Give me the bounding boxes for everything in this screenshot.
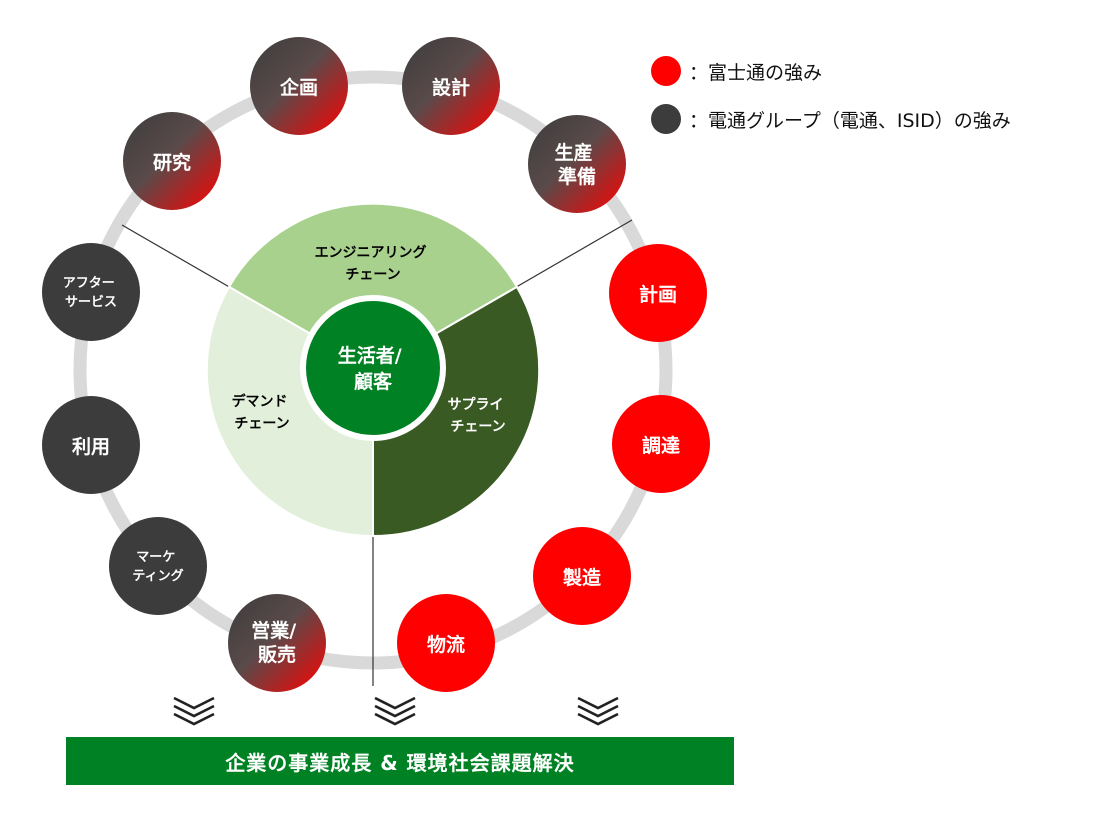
svg-text:マーケ ティング: マーケ ティング — [132, 550, 183, 584]
svg-text:調達: 調達 — [642, 434, 680, 457]
svg-text:企画: 企画 — [279, 76, 318, 99]
svg-text:研究: 研究 — [153, 151, 191, 174]
node-seizo: 製造 — [533, 527, 631, 625]
svg-text:営業/ 販売: 営業/ 販売 — [251, 619, 303, 666]
node-marketing: マーケ ティング — [109, 517, 207, 615]
dark-circle-icon — [651, 104, 681, 134]
node-chotatsu: 調達 — [612, 395, 710, 493]
legend-label-dentsu: ：電通グループ（電通、ISID）の強み — [689, 109, 1011, 132]
node-eigyo-hanbai: 営業/ 販売 — [228, 594, 326, 692]
svg-text:利用: 利用 — [72, 436, 110, 458]
sector-label-engineering: エンジニアリング チェーン — [315, 244, 432, 283]
svg-text:製造: 製造 — [562, 566, 602, 589]
red-circle-icon — [651, 56, 681, 86]
node-seisan-junbi: 生産 準備 — [528, 115, 626, 213]
node-riyo: 利用 — [42, 396, 140, 494]
node-butsuryu: 物流 — [397, 594, 495, 692]
svg-text:設計: 設計 — [432, 76, 470, 99]
svg-text:物流: 物流 — [427, 633, 465, 656]
chevron-down-icon — [577, 696, 619, 726]
node-kikaku: 企画 — [250, 37, 348, 135]
sector-label-supply: サプライ チェーン — [448, 397, 509, 435]
chevron-down-icon — [374, 696, 416, 726]
node-sekkei: 設計 — [402, 37, 500, 135]
outcome-banner: 企業の事業成長 & 環境社会課題解決 — [66, 737, 734, 785]
node-kenkyu: 研究 — [123, 112, 221, 210]
svg-text:計画: 計画 — [639, 283, 677, 306]
center-circle — [300, 295, 446, 441]
sector-label-demand: デマンド チェーン — [232, 393, 293, 432]
chevron-down-icon — [173, 696, 215, 726]
legend-label-fujitsu: ：富士通の強み — [689, 61, 823, 84]
node-keikaku: 計画 — [609, 244, 707, 342]
outcome-banner-text: 企業の事業成長 & 環境社会課題解決 — [225, 750, 575, 775]
node-after-service: アフター サービス — [42, 243, 140, 341]
svg-text:アフター サービス: アフター サービス — [63, 276, 120, 310]
legend-item-dentsu: ：電通グループ（電通、ISID）の強み — [651, 104, 1011, 134]
legend-item-fujitsu: ：富士通の強み — [651, 56, 822, 86]
center-label: 生活者/ 顧客 — [338, 344, 409, 393]
svg-text:生産 準備: 生産 準備 — [555, 141, 600, 188]
